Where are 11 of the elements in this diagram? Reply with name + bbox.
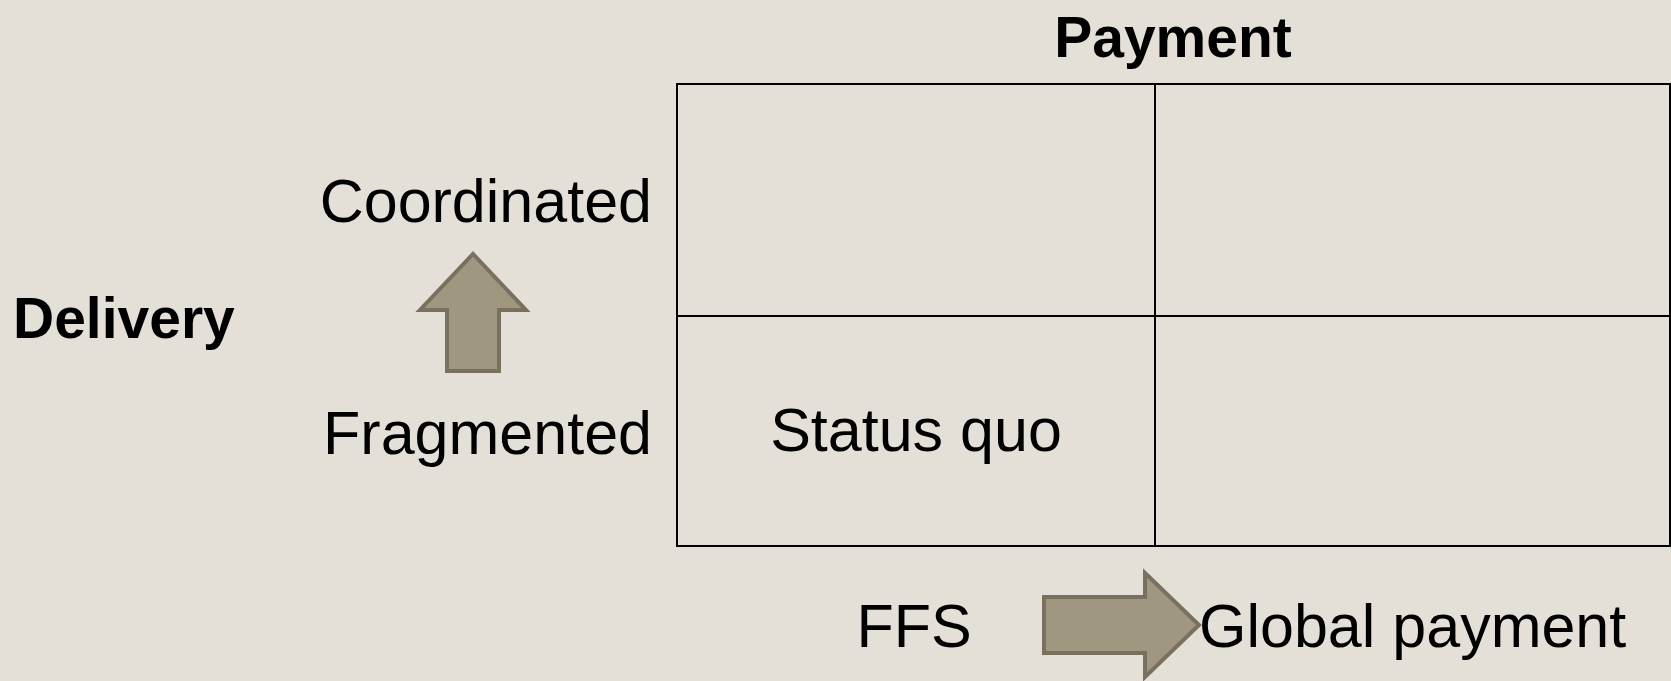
- axis-value-label: FFS: [856, 593, 972, 661]
- matrix-cell: [1154, 315, 1671, 547]
- block-arrow: [415, 251, 531, 373]
- axis-value-label: Coordinated: [319, 168, 652, 236]
- matrix-cell: [676, 315, 1156, 547]
- axis-value-label: Global payment: [1199, 593, 1627, 661]
- cell-text: Status quo: [770, 397, 1062, 465]
- block-arrow: [1042, 568, 1202, 681]
- matrix-cell: [1154, 83, 1671, 317]
- matrix-cell: [676, 83, 1156, 317]
- axis-value-label: Fragmented: [323, 400, 652, 468]
